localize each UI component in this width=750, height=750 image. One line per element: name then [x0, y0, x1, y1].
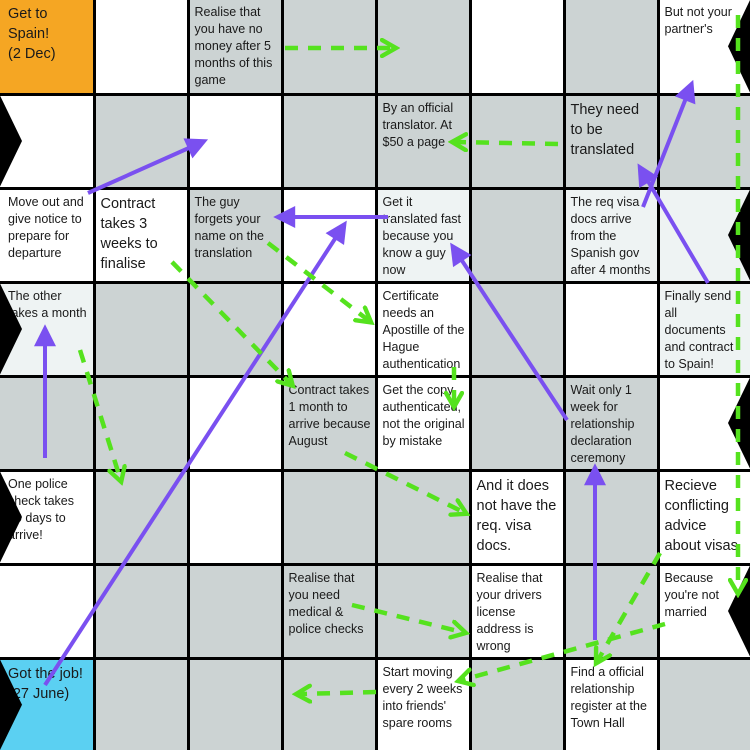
square-label: Contract takes 1 month to arrive because…	[288, 382, 371, 448]
board-square	[377, 471, 469, 563]
board-square	[189, 659, 281, 750]
square-label: But not your partner's	[664, 5, 732, 36]
square-label: Because you're not married	[664, 570, 720, 619]
square-label: Move out and give notice to prepare for …	[8, 194, 84, 260]
board-square	[283, 95, 375, 187]
cell-realise-no-money: Realise that you have no money after 5 m…	[189, 0, 281, 93]
cell-other-takes-month: The other takes a month	[0, 283, 93, 375]
board-square	[471, 95, 563, 187]
square-label: Contract takes 3 weeks to finalise	[100, 195, 158, 272]
start-cell-got-the-job: Got the job! (27 June)	[0, 659, 93, 750]
board-square	[95, 0, 187, 93]
board-square	[659, 659, 750, 750]
square-label: Get it translated fast because you know …	[382, 194, 462, 277]
square-label: Start moving every 2 weeks into friends'…	[382, 664, 463, 730]
board-square	[283, 471, 375, 563]
square-label: One police check takes 10 days to arrive…	[8, 476, 75, 542]
board-square	[565, 283, 657, 375]
cell-visa-docs-arrive: The req visa docs arrive from the Spanis…	[565, 189, 657, 281]
cell-drivers-license: Realise that your drivers license addres…	[471, 565, 563, 657]
square-label: Got the job! (27 June)	[8, 665, 83, 702]
cell-finally-send: Finally send all documents and contract …	[659, 283, 750, 375]
cell-contract-1-month: Contract takes 1 month to arrive because…	[283, 377, 375, 469]
cell-conflicting-advice: Recieve conflicting advice about visas	[659, 471, 750, 563]
board-square	[0, 95, 93, 187]
cell-copy-authenticated: Get the copy authenticated, not the orig…	[377, 377, 469, 469]
board-square	[471, 189, 563, 281]
cell-move-out: Move out and give notice to prepare for …	[0, 189, 93, 281]
board-square	[95, 377, 187, 469]
cell-police-check-10-days: One police check takes 10 days to arrive…	[0, 471, 93, 563]
board-square	[377, 0, 469, 93]
board-square	[659, 377, 750, 469]
board-square	[189, 565, 281, 657]
cell-need-translated: They need to be translated	[565, 95, 657, 187]
square-label: By an official translator. At $50 a page	[382, 100, 454, 149]
board-square	[659, 95, 750, 187]
square-label: The req visa docs arrive from the Spanis…	[570, 194, 651, 277]
board-square	[95, 95, 187, 187]
board-square	[377, 565, 469, 657]
square-label: And it does not have the req. visa docs.	[476, 477, 557, 554]
board-square	[95, 659, 187, 750]
square-label: Get to Spain! (2 Dec)	[8, 6, 56, 62]
square-label: Certificate needs an Apostille of the Ha…	[382, 288, 465, 371]
board-square	[95, 471, 187, 563]
board-square	[189, 471, 281, 563]
board-square	[95, 565, 187, 657]
square-label: Realise that you need medical & police c…	[288, 570, 364, 636]
square-label: They need to be translated	[570, 101, 640, 158]
board-square	[283, 659, 375, 750]
board-square	[189, 95, 281, 187]
board-square	[565, 471, 657, 563]
cell-relationship-register: Find a official relationship register at…	[565, 659, 657, 750]
board-square	[283, 283, 375, 375]
square-label: The guy forgets your name on the transla…	[194, 194, 265, 260]
finish-cell-get-to-spain: Get to Spain! (2 Dec)	[0, 0, 93, 93]
board-square	[0, 565, 93, 657]
cell-but-not-partner: But not your partner's	[659, 0, 750, 93]
cell-start-moving: Start moving every 2 weeks into friends'…	[377, 659, 469, 750]
square-label: Get the copy authenticated, not the orig…	[382, 382, 465, 448]
board-square	[565, 0, 657, 93]
board-square	[189, 377, 281, 469]
board-square	[283, 0, 375, 93]
square-label: Recieve conflicting advice about visas	[664, 477, 738, 554]
board-square	[189, 283, 281, 375]
board-square	[471, 377, 563, 469]
cell-apostille: Certificate needs an Apostille of the Ha…	[377, 283, 469, 375]
cell-official-translator: By an official translator. At $50 a page	[377, 95, 469, 187]
cell-contract-3-weeks: Contract takes 3 weeks to finalise	[95, 189, 187, 281]
cell-not-married: Because you're not married	[659, 565, 750, 657]
cell-medical-police-checks: Realise that you need medical & police c…	[283, 565, 375, 657]
board-square	[283, 189, 375, 281]
cell-translated-fast: Get it translated fast because you know …	[377, 189, 469, 281]
board-square	[95, 283, 187, 375]
square-label: Finally send all documents and contract …	[664, 288, 734, 371]
cell-guy-forgets-name: The guy forgets your name on the transla…	[189, 189, 281, 281]
cell-no-visa-docs: And it does not have the req. visa docs.	[471, 471, 563, 563]
board-square	[0, 377, 93, 469]
square-label: Realise that you have no money after 5 m…	[194, 5, 273, 87]
board-square	[659, 189, 750, 281]
board-square	[471, 283, 563, 375]
square-label: The other takes a month	[8, 288, 87, 320]
square-label: Realise that your drivers license addres…	[476, 570, 543, 653]
board-square	[471, 0, 563, 93]
square-label: Wait only 1 week for relationship declar…	[570, 382, 635, 465]
cell-wait-1-week: Wait only 1 week for relationship declar…	[565, 377, 657, 469]
board-square	[565, 565, 657, 657]
square-label: Find a official relationship register at…	[570, 664, 647, 730]
board-square	[471, 659, 563, 750]
